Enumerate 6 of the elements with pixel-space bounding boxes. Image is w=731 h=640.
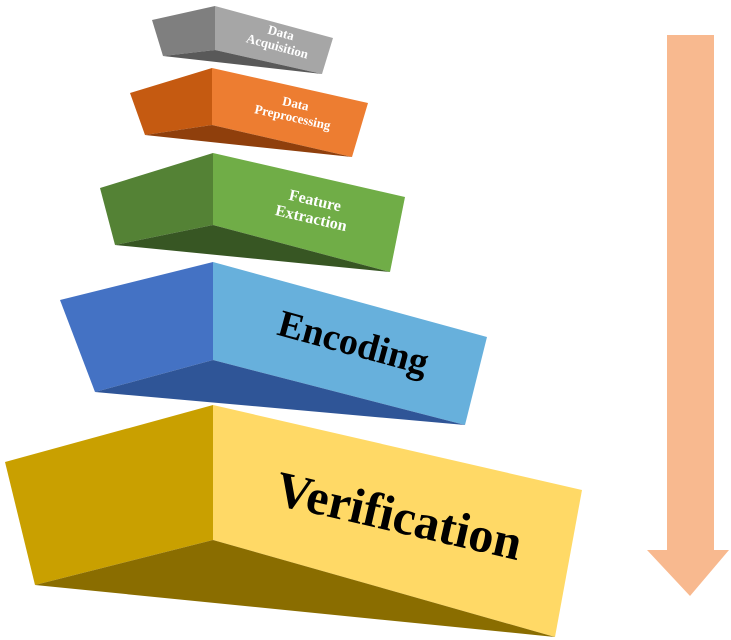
stage-label: Feature Extraction: [272, 186, 350, 236]
block-shape: [100, 153, 405, 272]
block-shape: [60, 262, 487, 425]
block-shape: [152, 6, 333, 74]
block-shape: [130, 68, 368, 157]
block-shape: [5, 405, 582, 637]
